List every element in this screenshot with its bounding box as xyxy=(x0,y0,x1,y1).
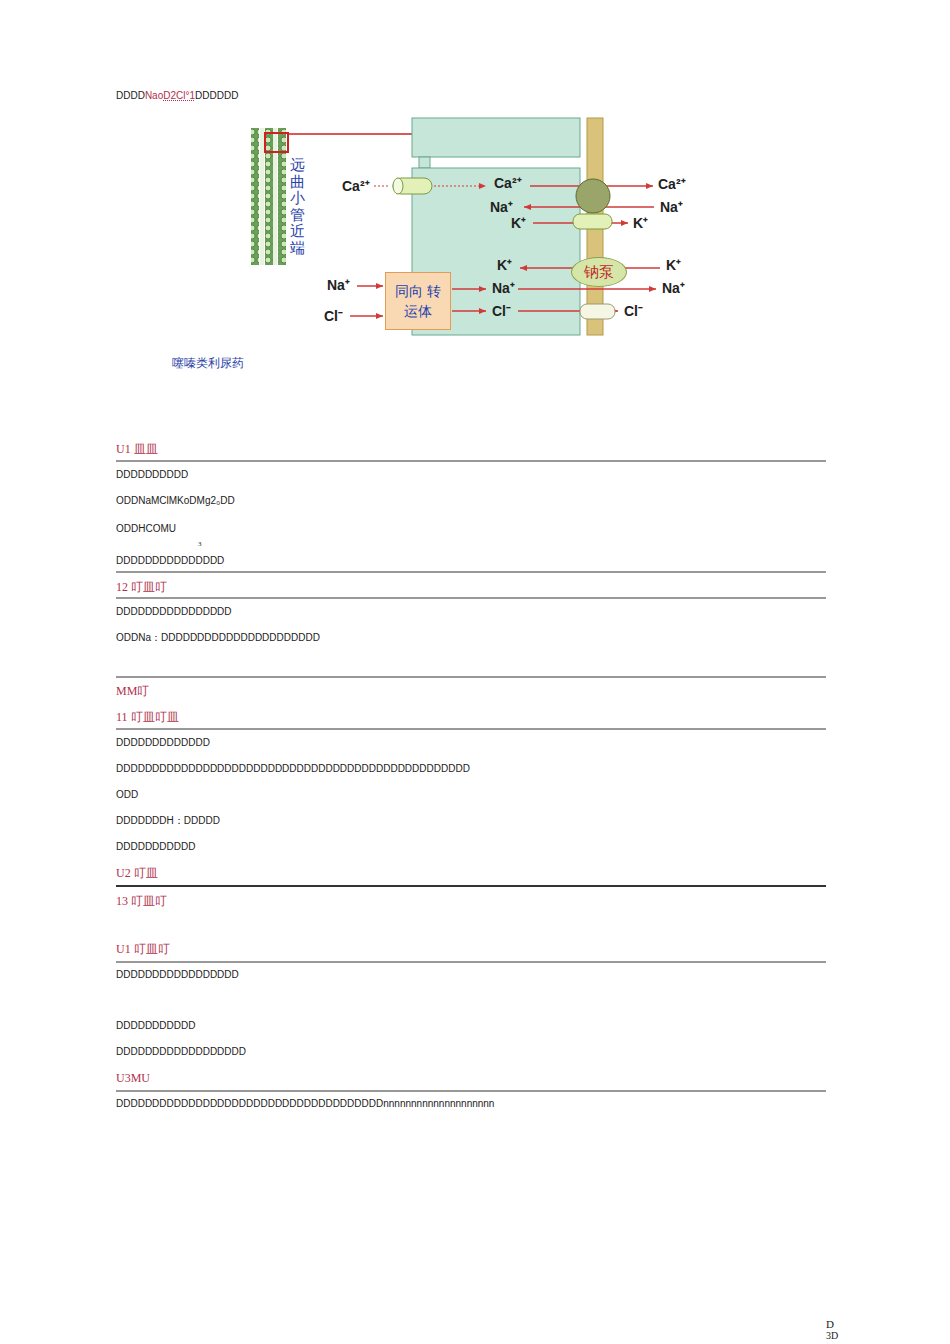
tubule-wall xyxy=(251,128,259,265)
ion-label: K⁺ xyxy=(511,215,526,232)
ion-label: Na⁺ xyxy=(327,277,350,294)
ion-label: Ca²⁺ xyxy=(342,178,370,195)
ion-label: K⁺ xyxy=(633,215,648,232)
body-text: DDDDDDDDDDDDDDDDDDDDDDDDDDDDDDDDDDDDDDDD… xyxy=(116,763,470,775)
symporter-label: 同向 转运体 xyxy=(392,281,444,322)
body-text: DDDDDDDDDDDDDDD xyxy=(116,555,224,567)
body-text: DDDDDDDDDDDDDDDDDDDDDDDDDDDDDDDDDDDDDnnn… xyxy=(116,1098,494,1110)
section-heading: U2 叮皿 xyxy=(116,866,158,880)
ion-label: Ca²⁺ xyxy=(494,175,522,192)
tubule-wall xyxy=(265,128,273,265)
section-heading: 11 叮皿叮皿 xyxy=(116,710,179,724)
na-arrow xyxy=(452,288,486,290)
ca-na-exchanger xyxy=(576,179,610,213)
subscript-text: 3 xyxy=(198,540,202,548)
figure-caption: 噻嗪类利尿药 xyxy=(172,356,244,370)
k-channel xyxy=(573,214,612,229)
section-heading: U1 叮皿叮 xyxy=(116,942,170,956)
cl-arrow xyxy=(350,315,383,317)
section-heading: MM叮 xyxy=(116,684,149,698)
body-text: DDDDDDDH：DDDDD xyxy=(116,815,220,827)
ion-label: Cl⁻ xyxy=(492,303,511,320)
tubule-wall xyxy=(278,128,286,265)
tubule-lumen xyxy=(273,128,277,265)
ion-label: Cl⁻ xyxy=(324,308,343,325)
zoom-line xyxy=(288,133,412,135)
ion-label: Na⁺ xyxy=(492,280,515,297)
ion-label: Na⁺ xyxy=(660,199,683,216)
section-heading: 12 叮皿叮 xyxy=(116,580,167,594)
body-text: DDDDDDDDDDD xyxy=(116,1020,195,1032)
ion-label: K⁺ xyxy=(497,257,512,274)
ion-label: Na⁺ xyxy=(490,199,513,216)
ion-label: K⁺ xyxy=(666,257,681,274)
body-text: ODDNa：DDDDDDDDDDDDDDDDDDDDDD xyxy=(116,632,320,644)
body-text: DDDDDDDDDD xyxy=(116,469,188,481)
symporter-box: 同向 转运体 xyxy=(385,272,451,330)
header-text: DDDDDD xyxy=(195,90,238,102)
body-text: DDDDDDDDDDDDDDDDDD xyxy=(116,1046,246,1058)
page-number: D xyxy=(826,1318,834,1331)
body-text: DDDDDDDDDDD xyxy=(116,841,195,853)
section-heading: U1 皿皿 xyxy=(116,442,158,456)
body-text: ODD xyxy=(116,789,138,801)
rules xyxy=(116,461,826,1091)
vertical-label: 远曲小管近端 xyxy=(290,157,305,256)
body-text: ODDHCOMU xyxy=(116,523,176,535)
na-arrow xyxy=(357,285,383,287)
cl-arrow xyxy=(452,310,486,312)
body-text: DDDDDDDDDDDDDDDDD xyxy=(116,969,239,981)
section-heading: U3MU xyxy=(116,1071,150,1085)
ion-label: Ca²⁺ xyxy=(658,176,686,193)
ca-channel xyxy=(393,178,432,194)
ca-arrow xyxy=(374,186,390,187)
junction xyxy=(419,157,430,168)
page-number: 3D xyxy=(826,1330,838,1342)
ca-arrow xyxy=(434,186,486,187)
header-text: DDDD xyxy=(116,90,145,102)
header-text: D2Cl°1 xyxy=(163,90,195,102)
ion-label: Na⁺ xyxy=(662,280,685,297)
ion-label: Cl⁻ xyxy=(624,303,643,320)
sodium-pump: 钠泵 xyxy=(571,257,627,287)
tubule-lumen xyxy=(260,128,264,265)
section-heading: 13 叮皿叮 xyxy=(116,894,167,908)
pump-label: 钠泵 xyxy=(584,263,614,281)
header-text: Nao xyxy=(145,90,163,102)
na-arrow xyxy=(518,288,656,290)
cl-channel xyxy=(580,304,615,319)
body-text: DDDDDDDDDDDDD xyxy=(116,737,210,749)
body-text: DDDDDDDDDDDDDDDD xyxy=(116,606,232,618)
cell-top xyxy=(412,118,580,157)
body-text: ODDNaMClMKoDMg2₀DD xyxy=(116,495,235,507)
tubule-segment: 远曲小管近端 xyxy=(250,128,310,270)
zoom-box xyxy=(265,133,288,152)
ca-channel xyxy=(393,178,403,194)
